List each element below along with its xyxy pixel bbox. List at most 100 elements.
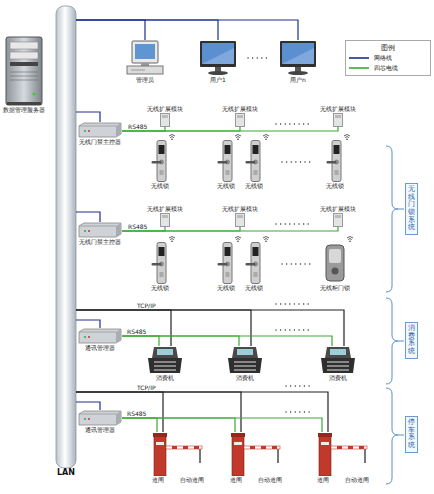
computer: 管理员 (125, 40, 165, 84)
icon-space (78, 122, 122, 138)
module-icon (236, 214, 245, 227)
controller: 无线门禁主控器 (78, 122, 122, 146)
module-icon (334, 114, 343, 127)
node-label: 无线扩展模块 (222, 205, 258, 213)
node-label: 无线扩展模块 (222, 105, 258, 113)
controller-icon (79, 123, 121, 137)
icon-space (278, 40, 318, 76)
connector (122, 418, 157, 432)
icon-space (235, 113, 245, 127)
signal-label: TCP/IP (136, 384, 157, 391)
node-label: 通讯管理器 (78, 344, 122, 352)
expansion-module: 无线扩展模块 (222, 105, 258, 127)
node-label: 无线扩展模块 (147, 105, 183, 113)
legend-title: 图例 (348, 43, 428, 53)
node-label: 无线扩展模块 (320, 205, 356, 213)
connector (76, 310, 251, 346)
barrier-gate: 道闸自动道闸 (317, 432, 369, 484)
signal-label: RS485 (127, 223, 148, 230)
wireless-symbol (344, 135, 350, 141)
barrier-gate: 道闸自动道闸 (230, 432, 282, 484)
node-label: 无线门禁主控器 (78, 138, 122, 146)
comm-manager: 通讯管理器 (78, 410, 122, 434)
pos-terminal-icon (228, 347, 262, 373)
expansion-module: 无线扩展模块 (147, 205, 183, 227)
server: 数据管理服务器 (3, 36, 45, 114)
pos-terminal: 消费机 (225, 346, 265, 382)
group-bracket (386, 388, 404, 484)
lan-pipe (56, 6, 76, 468)
icon-space (333, 213, 343, 227)
comm-manager: 通讯管理器 (78, 328, 122, 352)
connector (76, 20, 145, 40)
legend-text: 四芯电缆 (374, 64, 398, 72)
icon-space (78, 410, 122, 426)
wireless-symbol (263, 135, 269, 141)
icon-space (235, 213, 245, 227)
connector (76, 20, 218, 40)
legend-row: 网络线 (348, 53, 428, 63)
legend-line (349, 57, 369, 59)
wireless-lock: 无线锁 (217, 242, 235, 292)
lock-icon (246, 141, 261, 182)
node-label: 道闸 (317, 476, 329, 484)
cabinet-lock: 无线柜门锁 (320, 242, 350, 292)
system-label: 消费系统 (405, 322, 418, 359)
icon-space (152, 432, 204, 476)
barrier-gate-icon (318, 433, 367, 476)
system-label: 停车系统 (405, 416, 418, 453)
lock-icon (152, 141, 167, 182)
ellipsis-dots (282, 161, 310, 162)
node-label: 无线锁 (151, 284, 169, 292)
lock-icon (218, 243, 233, 284)
node-label: 通讯管理器 (78, 426, 122, 434)
icon-space (225, 346, 265, 374)
node-label: 自动道闸 (258, 476, 282, 484)
node-label: 消费机 (225, 374, 265, 382)
computer: 用户n (278, 40, 318, 84)
ellipsis-dots (282, 263, 310, 264)
computer: 用户1 (198, 40, 238, 84)
group-bracket (386, 146, 404, 292)
icon-space (125, 40, 165, 76)
monitor-icon (200, 41, 236, 75)
connector (122, 227, 338, 231)
module-icon (161, 214, 170, 227)
icon-space (318, 346, 358, 374)
connector (76, 402, 100, 410)
wireless-lock: 无线锁 (245, 140, 263, 190)
connector (122, 336, 332, 346)
icon-space (230, 432, 282, 476)
system-name: 消费系统 (408, 325, 415, 356)
connector (76, 112, 100, 122)
system-name: 无线门锁系统 (408, 186, 415, 232)
monitor-icon (280, 41, 316, 75)
node-label: 无线锁 (217, 284, 235, 292)
system-name: 停车系统 (408, 419, 415, 450)
node-label: 无线锁 (217, 182, 235, 190)
lock-icon (218, 141, 233, 182)
icon-space (5, 36, 43, 106)
legend-row: 四芯电缆 (348, 63, 428, 73)
wireless-symbol (169, 237, 175, 243)
node-label: 无线扩展模块 (320, 105, 356, 113)
pos-terminal-icon (321, 347, 355, 373)
node-label: 无线锁 (326, 182, 344, 190)
connector (76, 320, 100, 328)
legend-sample (348, 65, 370, 71)
pos-terminal-icon (148, 347, 182, 373)
node-label: 无线柜门锁 (320, 284, 350, 292)
wireless-lock: 无线锁 (326, 140, 344, 190)
expansion-module: 无线扩展模块 (320, 105, 356, 127)
label-row: 道闸自动道闸 (317, 476, 369, 484)
system-label: 无线门锁系统 (405, 183, 418, 235)
wireless-symbol (263, 237, 269, 243)
label-row: 道闸自动道闸 (230, 476, 282, 484)
controller-icon (79, 411, 121, 425)
node-label: 用户n (278, 76, 318, 84)
node-label: 无线锁 (245, 182, 263, 190)
lock-icon (246, 243, 261, 284)
node-label: 消费机 (318, 374, 358, 382)
wireless-lock: 无线锁 (151, 242, 169, 292)
controller: 无线门禁主控器 (78, 222, 122, 246)
